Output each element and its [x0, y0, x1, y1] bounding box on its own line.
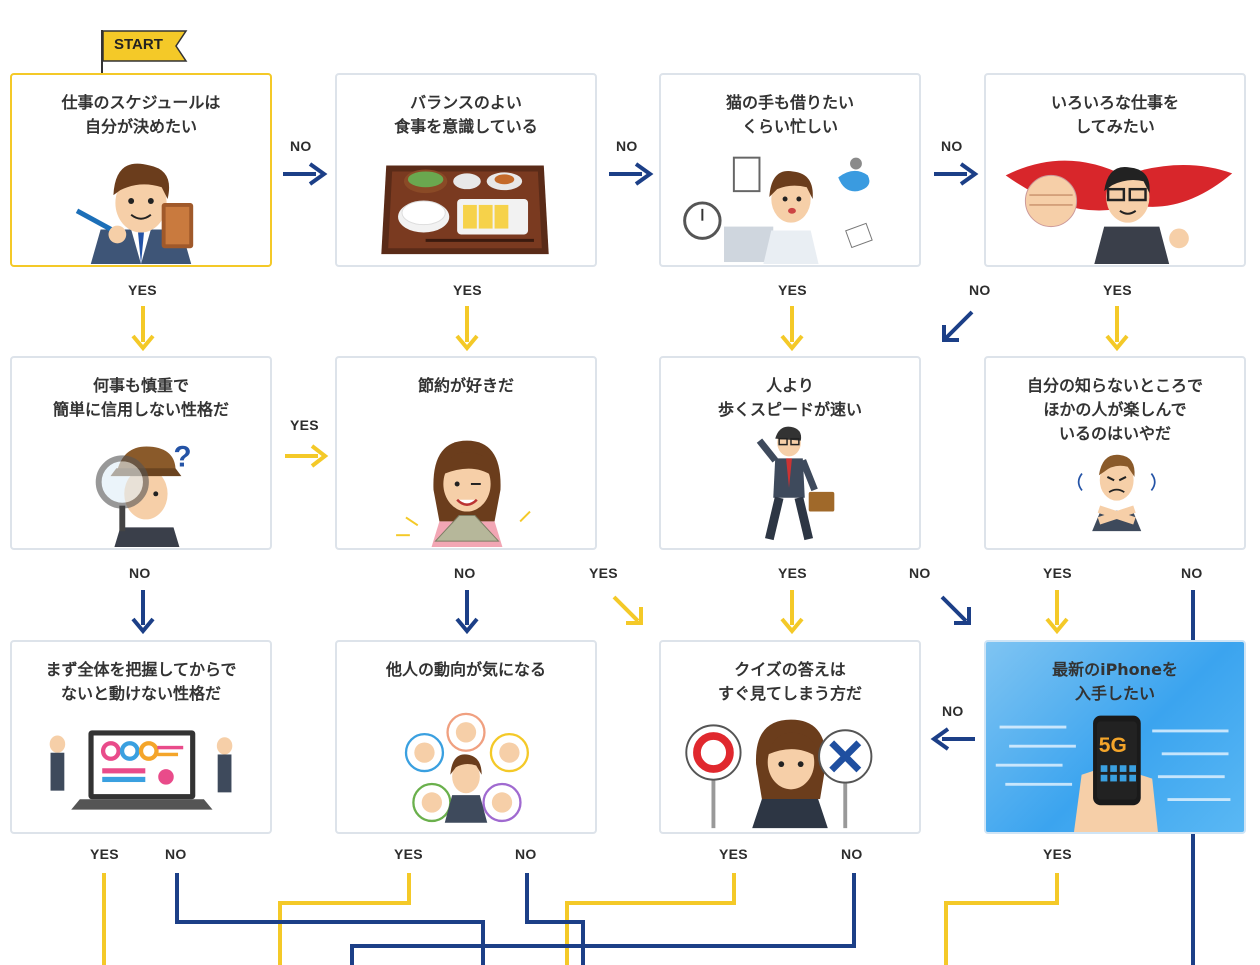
upset-businessman-illustration [1077, 454, 1156, 532]
label-no: NO [909, 565, 931, 581]
woman-money-illustration [396, 440, 531, 548]
arrow-no-3 [934, 162, 979, 186]
question-card-quiz-answer: クイズの答えは すぐ見てしまう方だ [659, 640, 921, 834]
question-text: 何事も慎重で 簡単に信用しない性格だ [52, 376, 229, 419]
question-text: 猫の手も借りたい くらい忙しい [725, 93, 854, 136]
question-card-others-trends: 他人の動向が気になる [335, 640, 597, 834]
label-yes: YES [128, 282, 157, 298]
start-flag: START [100, 28, 190, 78]
question-text: まず全体を把握してからで ないと動けない性格だ [45, 660, 237, 703]
svg-text:?: ? [173, 440, 191, 473]
question-card-walk-fast: 人より 歩くスピードが速い [659, 356, 921, 550]
laptop-analytics-illustration [49, 730, 233, 810]
label-no: NO [129, 565, 151, 581]
question-card-cautious: 何事も慎重で 簡単に信用しない性格だ ? [10, 356, 272, 550]
question-card-various-jobs: いろいろな仕事を してみたい [984, 73, 1246, 267]
question-card-balanced-meal: バランスのよい 食事を意識している [335, 73, 597, 267]
label-no: NO [841, 846, 863, 862]
label-yes: YES [290, 417, 319, 433]
label-no: NO [616, 138, 638, 154]
question-text: 節約が好きだ [417, 376, 514, 395]
question-card-saving: 節約が好きだ [335, 356, 597, 550]
question-text: 人より 歩くスピードが速い [717, 376, 862, 419]
question-text: 仕事のスケジュールは 自分が決めたい [61, 93, 221, 136]
woman-circle-cross-signs-illustration [685, 719, 873, 829]
meal-tray-illustration [381, 165, 549, 255]
label-yes: YES [394, 846, 423, 862]
label-no: NO [454, 565, 476, 581]
question-text: クイズの答えは すぐ見てしまう方だ [717, 660, 862, 703]
label-yes: YES [778, 565, 807, 581]
phone-5g-illustration: 5G [995, 715, 1231, 832]
label-no: NO [941, 138, 963, 154]
businessman-planner-illustration [75, 163, 194, 265]
label-yes: YES [1043, 846, 1072, 862]
question-text: 自分の知らないところで ほかの人が楽しんで いるのはいやだ [1026, 376, 1203, 443]
question-text: いろいろな仕事を してみたい [1050, 93, 1179, 136]
question-text: 最新のiPhoneを 入手したい [1052, 660, 1178, 703]
label-yes: YES [719, 846, 748, 862]
label-yes: YES [1043, 565, 1072, 581]
start-label: START [114, 36, 163, 53]
detective-magnifier-illustration: ? [95, 440, 192, 548]
walking-businessman-illustration [756, 426, 835, 541]
busy-woman-illustration [683, 156, 873, 265]
arrow-no-2 [609, 162, 654, 186]
label-yes: YES [90, 846, 119, 862]
label-no: NO [1181, 565, 1203, 581]
question-text: バランスのよい 食事を意識している [394, 93, 538, 136]
label-yes: YES [453, 282, 482, 298]
question-text: 他人の動向が気になる [385, 660, 546, 679]
question-card-schedule: 仕事のスケジュールは 自分が決めたい [10, 73, 272, 267]
label-yes: YES [778, 282, 807, 298]
label-yes: YES [589, 565, 618, 581]
label-no: NO [165, 846, 187, 862]
phone-badge: 5G [1099, 734, 1127, 757]
superhero-businessman-illustration [1005, 160, 1233, 265]
label-yes: YES [1103, 282, 1132, 298]
label-no: NO [969, 282, 991, 298]
label-no: NO [515, 846, 537, 862]
question-card-left-out: 自分の知らないところで ほかの人が楽しんで いるのはいやだ [984, 356, 1246, 550]
label-no: NO [290, 138, 312, 154]
question-card-latest-iphone: 最新のiPhoneを 入手したい 5G [984, 640, 1246, 834]
people-network-illustration [404, 712, 529, 823]
question-card-overview: まず全体を把握してからで ないと動けない性格だ [10, 640, 272, 834]
question-card-busy: 猫の手も借りたい くらい忙しい [659, 73, 921, 267]
arrow-no-1 [283, 162, 328, 186]
label-no: NO [942, 703, 964, 719]
